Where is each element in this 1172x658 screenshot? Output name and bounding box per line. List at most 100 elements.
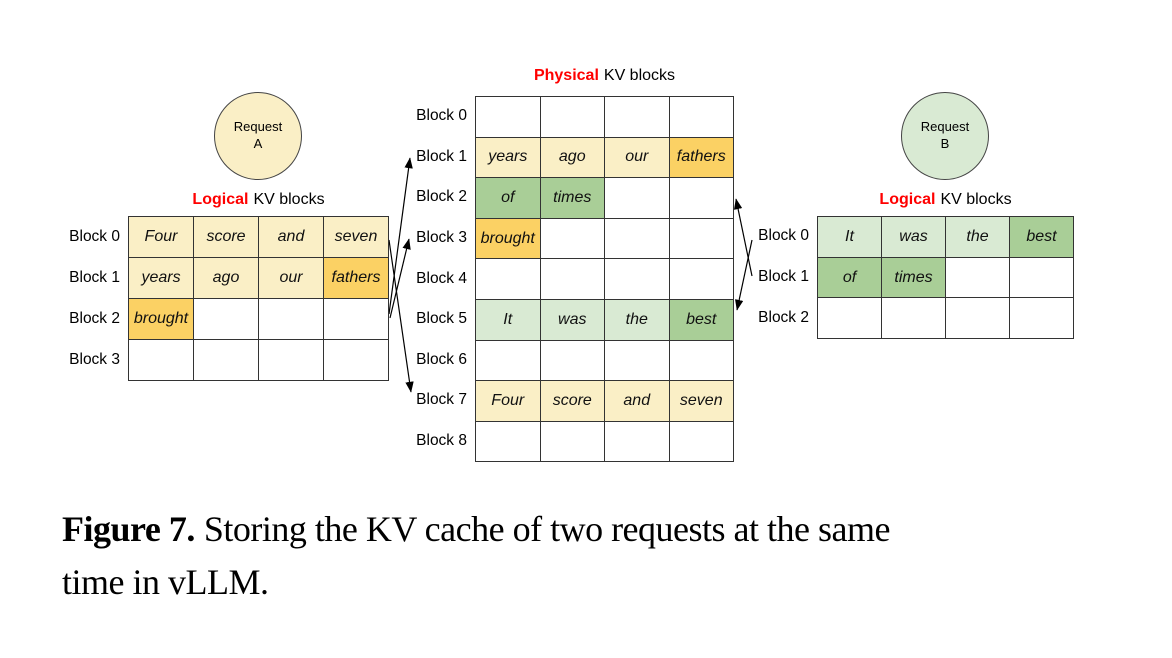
caption-line-1: Figure 7.Storing the KV cache of two req… <box>62 503 1132 556</box>
kv-cell-empty <box>540 340 605 382</box>
kv-cell-empty <box>540 421 605 463</box>
kv-cell-empty <box>540 97 605 138</box>
kv-cell-times: times <box>540 178 605 219</box>
kv-cell-empty <box>1010 257 1074 299</box>
left-logical-title: Logical KV blocks <box>128 190 389 210</box>
row-label-block-1: Block 1 <box>416 147 467 165</box>
kv-cell-of: of <box>476 178 541 219</box>
caption-figure-label: Figure 7. <box>62 509 195 549</box>
kv-cell-was: was <box>540 299 605 341</box>
kv-cell-four: Four <box>476 381 541 422</box>
kv-cell-times: times <box>882 257 946 299</box>
caption-text-line2: time in vLLM. <box>62 562 269 602</box>
kv-cell-years: years <box>476 137 541 179</box>
kv-cell-empty <box>476 259 541 300</box>
caption-text-line1: Storing the KV cache of two requests at … <box>203 509 891 549</box>
kv-cell-years: years <box>129 258 194 299</box>
kv-cell-best: best <box>1010 217 1074 258</box>
kv-cell-empty <box>605 259 670 300</box>
kv-cell-empty <box>605 178 670 219</box>
kv-cell-empty <box>605 340 670 382</box>
kv-cell-empty <box>1010 298 1074 340</box>
request-a-label-line1: Request <box>233 119 283 135</box>
left-logical-title-rest: KV blocks <box>253 191 325 208</box>
row-label-block-7: Block 7 <box>416 391 467 409</box>
kv-cell-seven: seven <box>324 217 389 258</box>
kv-cell-our: our <box>605 137 670 179</box>
row-label-block-4: Block 4 <box>416 269 467 287</box>
kv-cell-fathers: fathers <box>324 258 389 299</box>
kv-cell-empty <box>259 340 324 381</box>
kv-cell-empty <box>882 298 946 340</box>
request-b-label-line1: Request <box>920 119 970 135</box>
kv-cell-empty <box>194 299 259 340</box>
request-a-circle: Request A <box>214 92 302 180</box>
kv-cell-empty <box>476 421 541 463</box>
kv-cell-empty <box>669 259 734 300</box>
kv-cell-empty <box>605 421 670 463</box>
kv-cell-best: best <box>669 299 734 341</box>
kv-cell-empty <box>946 257 1010 299</box>
kv-cell-ago: ago <box>540 137 605 179</box>
row-label-block-2: Block 2 <box>69 309 120 327</box>
kv-cell-of: of <box>818 257 882 299</box>
kv-cell-empty <box>669 340 734 382</box>
right-logical-title: Logical KV blocks <box>817 190 1074 210</box>
row-label-block-2: Block 2 <box>416 188 467 206</box>
kv-cell-empty <box>476 97 541 138</box>
kv-cell-empty <box>605 218 670 260</box>
kv-cell-empty <box>669 218 734 260</box>
kv-cell-score: score <box>194 217 259 258</box>
kv-cell-empty <box>194 340 259 381</box>
kv-cell-ago: ago <box>194 258 259 299</box>
row-label-block-1: Block 1 <box>69 268 120 286</box>
kv-cell-empty <box>605 97 670 138</box>
kv-cell-and: and <box>259 217 324 258</box>
kv-cell-was: was <box>882 217 946 258</box>
request-a-label-line2: A <box>253 136 263 151</box>
row-label-block-2: Block 2 <box>758 308 809 326</box>
right-logical-title-rest: KV blocks <box>940 191 1012 208</box>
kv-cell-brought: brought <box>129 299 194 340</box>
row-label-block-3: Block 3 <box>416 229 467 247</box>
row-label-block-3: Block 3 <box>69 350 120 368</box>
right-logical-title-highlight: Logical <box>879 191 936 208</box>
physical-title-rest: KV blocks <box>603 67 676 84</box>
row-label-block-0: Block 0 <box>69 227 120 245</box>
kv-cell-empty <box>540 218 605 260</box>
row-label-block-6: Block 6 <box>416 350 467 368</box>
physical-kv-table: Block 0 Block 1 Block 2 Block 3 Block 4 Block… <box>416 96 734 463</box>
request-b-circle: Request B <box>901 92 989 180</box>
kv-cell-empty <box>669 178 734 219</box>
row-label-block-0: Block 0 <box>416 107 467 125</box>
row-label-block-1: Block 1 <box>758 268 809 286</box>
figure-caption: Figure 7.Storing the KV cache of two req… <box>62 503 1132 609</box>
kv-cell-the: the <box>946 217 1010 258</box>
left-logical-title-highlight: Logical <box>192 191 249 208</box>
kv-cell-four: Four <box>129 217 194 258</box>
row-label-block-0: Block 0 <box>758 227 809 245</box>
physical-title-highlight: Physical <box>533 67 599 84</box>
kv-cell-score: score <box>540 381 605 422</box>
kv-cell-the: the <box>605 299 670 341</box>
kv-cell-our: our <box>259 258 324 299</box>
kv-cell-empty <box>259 299 324 340</box>
kv-cell-seven: seven <box>669 381 734 422</box>
kv-cell-empty <box>476 340 541 382</box>
kv-cell-empty <box>946 298 1010 340</box>
kv-cell-it: It <box>476 299 541 341</box>
kv-cell-and: and <box>605 381 670 422</box>
kv-cell-empty <box>324 340 389 381</box>
kv-cell-empty <box>669 97 734 138</box>
physical-title: Physical KV blocks <box>475 66 734 86</box>
row-label-block-5: Block 5 <box>416 310 467 328</box>
kv-cell-brought: brought <box>476 218 541 260</box>
kv-cell-empty <box>818 298 882 340</box>
row-label-block-8: Block 8 <box>416 432 467 450</box>
